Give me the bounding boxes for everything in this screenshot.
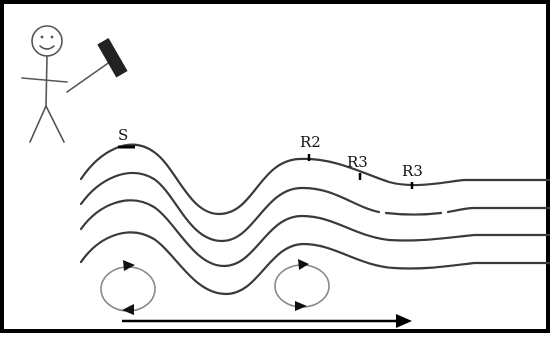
figure-head xyxy=(31,25,63,57)
figure-right-leg xyxy=(45,105,65,143)
rotation-loop-right-path xyxy=(274,264,330,308)
wave-layers xyxy=(79,143,550,296)
rotation-loop-right xyxy=(274,259,330,311)
rotation-arrow-left-bottom xyxy=(122,304,134,315)
rotation-arrow-right-top xyxy=(298,259,309,270)
figure-body xyxy=(45,55,48,107)
source-label: S xyxy=(118,126,128,144)
figure-smile xyxy=(39,45,55,50)
wave-layer-4 xyxy=(79,231,550,296)
rotation-loop-left-path xyxy=(100,266,156,312)
stick-figure xyxy=(21,25,128,143)
wave-layer-2 xyxy=(79,171,550,243)
figure-left-eye xyxy=(40,35,44,39)
wave-layer-3 xyxy=(79,199,550,268)
propagation-arrow-head xyxy=(396,314,412,328)
figure-left-leg xyxy=(29,105,47,143)
receiver-label-r3-second: R3 xyxy=(402,162,423,180)
hammer-head xyxy=(97,38,128,78)
rotation-arrow-left-top xyxy=(123,260,135,271)
hammer-handle xyxy=(66,58,115,93)
rotation-loop-left xyxy=(100,260,156,315)
diagram-canvas: S R2 R3 R3 xyxy=(21,25,550,328)
receiver-label-r3-first: R3 xyxy=(347,153,368,171)
figure-right-eye xyxy=(50,35,54,39)
rotation-arrow-right-bottom xyxy=(295,301,307,311)
receiver-label-r2: R2 xyxy=(300,133,321,151)
figure-arms xyxy=(21,77,68,83)
wave-layer-1 xyxy=(79,143,550,216)
propagation-arrow xyxy=(122,314,412,328)
